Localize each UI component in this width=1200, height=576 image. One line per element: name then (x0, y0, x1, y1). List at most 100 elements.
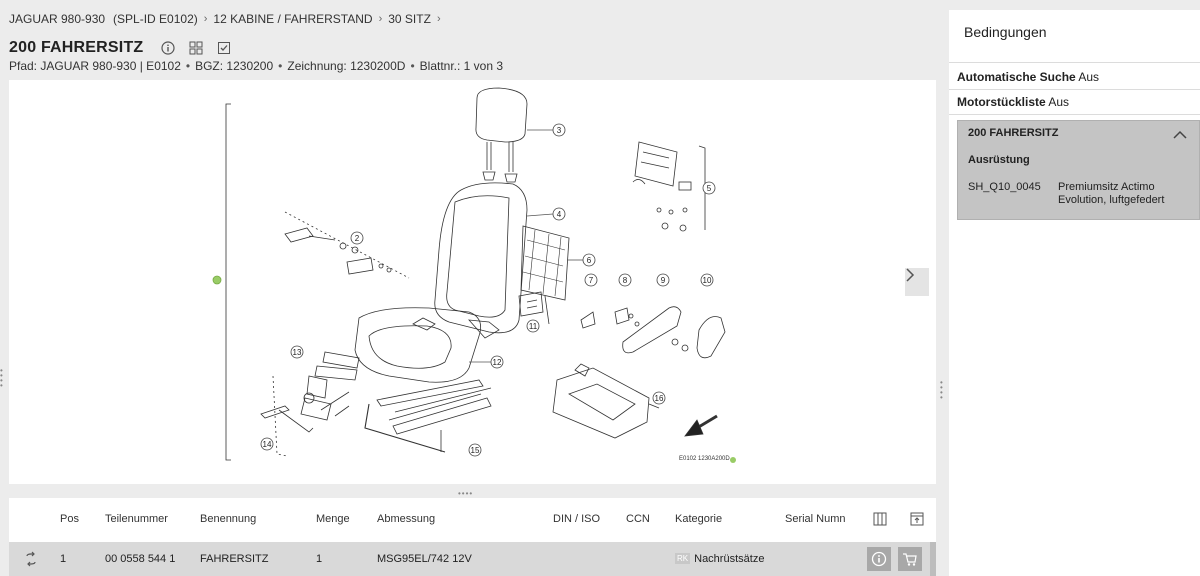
exploded-drawing[interactable]: 3 4 5 6 7 8 9 10 2 11 12 13 14 15 16 E (9, 80, 936, 484)
cell-menge: 1 (316, 553, 323, 565)
svg-text:3: 3 (557, 126, 562, 135)
callout-2 (350, 231, 364, 245)
svg-text:9: 9 (661, 276, 666, 285)
chevron-right-icon: › (203, 13, 208, 25)
callout-4 (552, 207, 566, 221)
chevron-up-icon[interactable] (1173, 127, 1187, 145)
callout-14 (260, 437, 274, 451)
expand-row-icon[interactable] (23, 551, 39, 570)
grid-icon[interactable] (189, 41, 203, 55)
drawing-id-label: E0102 1230A200D (679, 456, 730, 462)
callout-5 (702, 181, 716, 195)
cell-abmessung: MSG95EL/742 12V (377, 553, 472, 565)
svg-text:16: 16 (655, 394, 664, 403)
svg-text:2: 2 (355, 234, 360, 243)
svg-text:6: 6 (587, 256, 592, 265)
auto-search-value: Aus (1078, 70, 1100, 84)
col-teilenummer[interactable]: Teilenummer (105, 513, 168, 525)
col-abmessung[interactable]: Abmessung (377, 513, 436, 525)
motor-list-setting[interactable]: Motorstückliste Aus (957, 95, 1069, 109)
svg-text:11: 11 (529, 322, 538, 331)
callout-10 (700, 273, 714, 287)
category-badge: RK (675, 553, 691, 564)
svg-text:10: 10 (703, 276, 712, 285)
export-icon[interactable] (910, 512, 924, 529)
callout-6 (582, 253, 596, 267)
condition-group-panel: 200 FAHRERSITZ Ausrüstung SH_Q10_0045 Pr… (957, 120, 1200, 220)
auto-search-setting[interactable]: Automatische Suche Aus (957, 70, 1099, 84)
parts-table: Pos Teilenummer Benennung Menge Abmessun… (9, 498, 936, 576)
motor-list-value: Aus (1048, 95, 1070, 109)
path-bgz: BGZ: 1230200 (195, 59, 274, 73)
info-icon (871, 551, 887, 567)
col-benennung[interactable]: Benennung (200, 513, 257, 525)
checklist-icon[interactable] (217, 41, 231, 55)
chevron-right-icon (906, 268, 915, 282)
resize-handle-right[interactable]: •••• (940, 378, 943, 402)
chevron-right-icon: › (378, 13, 383, 25)
equipment-description: Premiumsitz Actimo Evolution, luftgefede… (1058, 181, 1165, 206)
path-blatt: Blattnr.: 1 von 3 (419, 59, 504, 73)
title-row: 200 FAHRERSITZ (9, 38, 231, 58)
svg-text:15: 15 (471, 446, 480, 455)
col-serial[interactable]: Serial Numn (785, 513, 846, 525)
path-zeichnung: Zeichnung: 1230200D (287, 59, 406, 73)
breadcrumb-group[interactable]: 12 KABINE / FAHRERSTAND (213, 12, 373, 26)
cell-teilenummer: 00 0558 544 1 (105, 553, 176, 565)
svg-text:13: 13 (293, 348, 302, 357)
svg-text:8: 8 (623, 276, 628, 285)
path-pfad: Pfad: JAGUAR 980-930 | E0102 (9, 59, 181, 73)
breadcrumb-subgroup[interactable]: 30 SITZ (388, 12, 431, 26)
callout-3 (552, 123, 566, 137)
cell-pos: 1 (60, 553, 67, 565)
breadcrumb-spl-id[interactable]: (SPL-ID E0102) (113, 12, 198, 26)
conditions-panel: Bedingungen Automatische Suche Aus Motor… (949, 10, 1200, 576)
column-settings-icon[interactable] (873, 512, 887, 529)
breadcrumb: JAGUAR 980-930 (SPL-ID E0102) › 12 KABIN… (9, 12, 443, 26)
panel-title[interactable]: 200 FAHRERSITZ (968, 127, 1059, 139)
divider (949, 62, 1200, 63)
col-din-iso[interactable]: DIN / ISO (553, 513, 601, 525)
col-pos[interactable]: Pos (60, 513, 79, 525)
col-ccn[interactable]: CCN (626, 513, 650, 525)
resize-handle-horizontal[interactable]: •••• (458, 489, 474, 498)
left-pane: JAGUAR 980-930 (SPL-ID E0102) › 12 KABIN… (0, 12, 936, 576)
col-kategorie[interactable]: Kategorie (675, 513, 723, 525)
svg-text:7: 7 (589, 276, 594, 285)
add-to-cart-button[interactable] (898, 547, 922, 571)
equipment-code: SH_Q10_0045 (968, 181, 1041, 193)
breadcrumb-model[interactable]: JAGUAR 980-930 (9, 12, 106, 26)
svg-text:5: 5 (707, 184, 712, 193)
callout-11 (526, 319, 540, 333)
svg-text:14: 14 (263, 440, 272, 449)
cell-benennung: FAHRERSITZ (200, 553, 269, 565)
divider (949, 114, 1200, 115)
info-icon[interactable] (161, 41, 175, 55)
resize-handle-left[interactable]: •••• (0, 366, 3, 390)
conditions-title: Bedingungen (964, 24, 1047, 40)
svg-text:4: 4 (557, 210, 562, 219)
motor-list-label: Motorstückliste (957, 95, 1046, 109)
chevron-right-icon: › (436, 13, 441, 25)
callout-15 (468, 443, 482, 457)
table-row[interactable]: 1 00 0558 544 1 FAHRERSITZ 1 MSG95EL/742… (9, 542, 936, 576)
callout-16 (652, 391, 666, 405)
callout-13 (290, 345, 304, 359)
page-title: 200 FAHRERSITZ (9, 39, 144, 56)
category-label: Nachrüstsätze (694, 553, 765, 565)
panel-subtitle: Ausrüstung (968, 154, 1030, 166)
col-menge[interactable]: Menge (316, 513, 350, 525)
path-info: Pfad: JAGUAR 980-930 | E0102•BGZ: 123020… (9, 59, 504, 73)
divider (949, 89, 1200, 90)
table-header: Pos Teilenummer Benennung Menge Abmessun… (9, 498, 936, 540)
row-info-button[interactable] (867, 547, 891, 571)
callout-12 (490, 355, 504, 369)
auto-search-label: Automatische Suche (957, 70, 1076, 84)
callout-7 (584, 273, 598, 287)
callout-8 (618, 273, 632, 287)
table-scrollbar[interactable] (930, 542, 936, 576)
callout-9 (656, 273, 670, 287)
cart-icon (903, 553, 917, 566)
next-sheet-button[interactable] (905, 268, 929, 296)
